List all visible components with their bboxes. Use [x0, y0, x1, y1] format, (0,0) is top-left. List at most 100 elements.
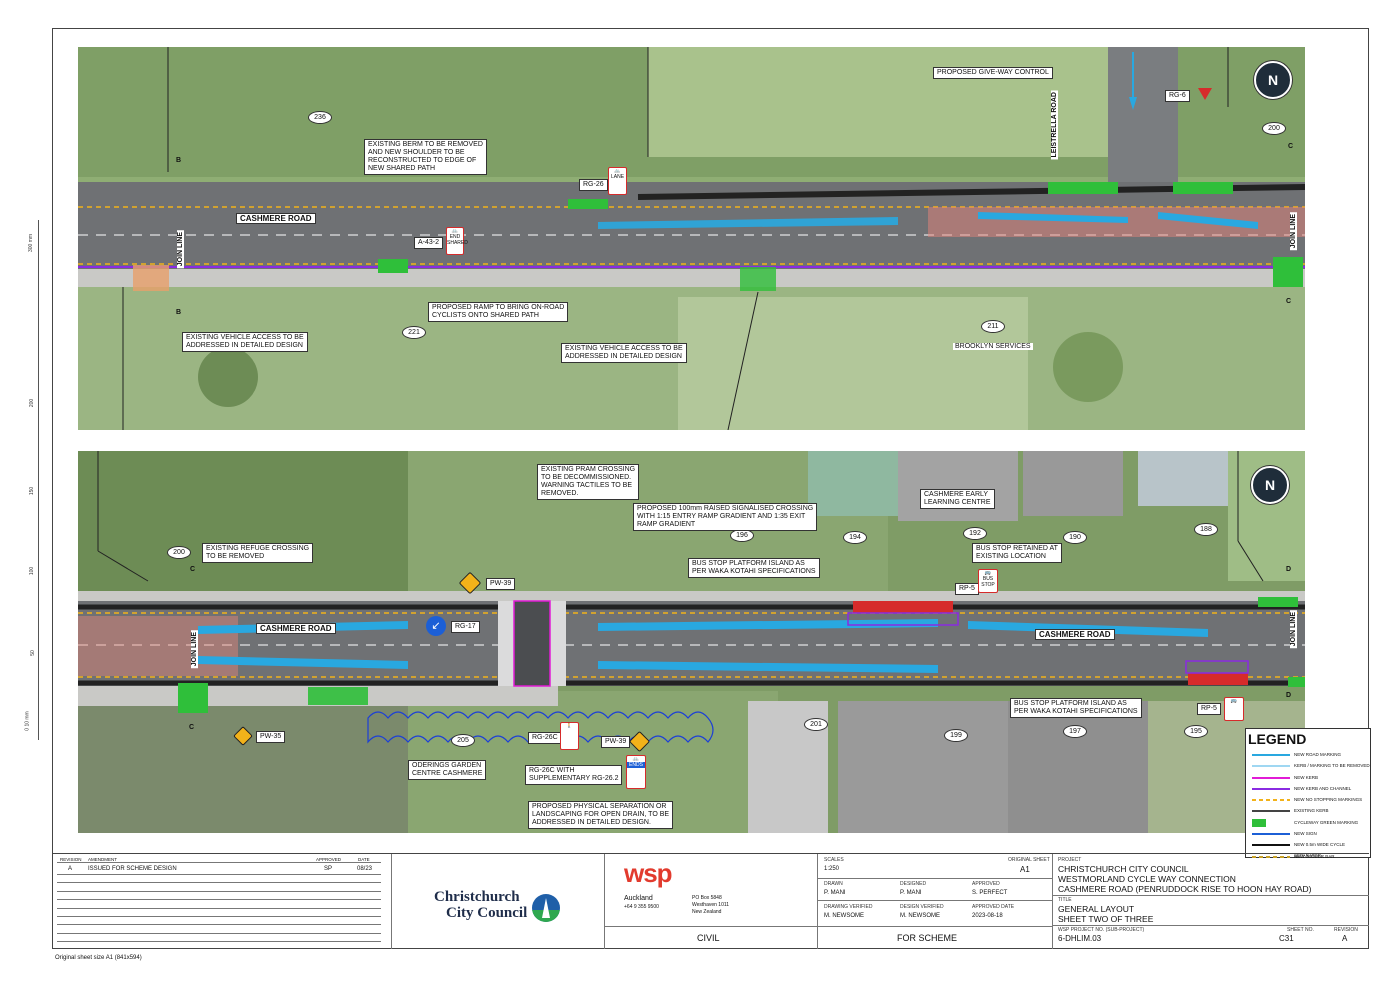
side-road-label: LEISTRELLA ROAD [1051, 90, 1058, 160]
section-marker: D [1286, 692, 1292, 699]
legend-label: NEW NO STOPPING MARKINGS [1294, 797, 1363, 803]
legend-label: NEW SIGN [1294, 831, 1317, 837]
rev-table-row-line [57, 916, 381, 917]
join-line-label: JOIN LINE [191, 630, 198, 669]
property-number: 200 [167, 546, 191, 559]
logo-spire [542, 898, 550, 918]
sign-text: LANE [610, 174, 625, 180]
rev-table-row-line [57, 924, 381, 926]
rev-row-amendment: ISSUED FOR SCHEME DESIGN [88, 866, 177, 872]
legend-item: NEW NO STOPPING MARKINGS [1246, 794, 1370, 805]
project-label: PROJECT [1058, 857, 1082, 863]
section-marker: C [1288, 143, 1294, 150]
property-number: 200 [1262, 122, 1286, 135]
callout-rp5-top: RP-5 [955, 583, 979, 595]
section-marker: C [190, 566, 196, 573]
approved-value: S. PERFECT [972, 890, 1008, 896]
section-marker: C [189, 724, 195, 731]
wsp-addr2: Westhaven 1011 [692, 902, 730, 908]
callout-refuge: EXISTING REFUGE CROSSING TO BE REMOVED [202, 543, 314, 563]
property-number: 199 [944, 729, 968, 742]
rev-table-row-line [57, 890, 381, 892]
revision-value: A [1342, 934, 1348, 943]
approved-date-label: APPROVED DATE [972, 904, 1015, 910]
callout-oderings: ODERINGS GARDEN CENTRE CASHMERE [408, 760, 487, 780]
legend-swatch [1252, 818, 1266, 827]
give-way-sign-icon [1198, 88, 1212, 100]
property-number: 194 [843, 531, 867, 544]
callout-pw39-bottom: PW-39 [601, 736, 631, 748]
design-verified-value: M. NEWSOME [900, 913, 940, 919]
road-label-cashmere-top: CASHMERE ROAD [236, 213, 316, 224]
title-block: REVISION AMENDMENT APPROVED DATE A ISSUE… [52, 853, 1369, 950]
divider [1053, 925, 1369, 926]
legend-swatch [1252, 810, 1290, 813]
callout-rg17: RG-17 [451, 621, 480, 633]
callout-give-way: PROPOSED GIVE-WAY CONTROL [933, 67, 1053, 79]
scale-tick-label: 200 [29, 398, 36, 408]
scale-line [38, 220, 39, 740]
title-line2: SHEET TWO OF THREE [1058, 914, 1154, 924]
rev-table-top [57, 862, 381, 863]
legend-label: EXISTING KERB [1294, 808, 1329, 814]
property-number: 236 [308, 111, 332, 124]
callout-a43: A-43-2 [414, 237, 444, 249]
council-name-line2: City Council [446, 905, 528, 921]
approved-label: APPROVED [972, 881, 1000, 887]
divider [1053, 895, 1369, 896]
scales-label: SCALES [824, 857, 844, 863]
divider [818, 926, 1052, 927]
legend-swatch [1252, 833, 1290, 836]
section-marker: B [176, 157, 182, 164]
divider [604, 854, 605, 949]
rev-header-date: DATE [358, 857, 370, 862]
legend-label: NEW ROAD MARKING [1294, 752, 1342, 757]
callout-berm: EXISTING BERM TO BE REMOVED AND NEW SHOU… [364, 139, 487, 175]
rev-table-row-line [57, 907, 381, 909]
legend-swatch [1252, 799, 1290, 802]
rev-table-row-line [57, 941, 381, 943]
legend-label: NEW KERB [1294, 774, 1319, 780]
join-line-label: JOIN LINE [177, 230, 184, 269]
sign-text: ENDS [627, 762, 645, 768]
lane-sign-icon: 🚲LANE [608, 167, 627, 195]
join-line-label: JOIN LINE [1290, 610, 1297, 649]
legend-swatch [1252, 855, 1290, 858]
divider [817, 854, 818, 949]
divider [391, 854, 392, 949]
legend-item: NEW ROAD MARKING [1246, 749, 1370, 760]
callout-early-learning: CASHMERE EARLY LEARNING CENTRE [920, 489, 995, 509]
legend-title: LEGEND [1248, 731, 1307, 747]
callout-rg6: RG-6 [1165, 90, 1190, 102]
rev-table-row-line [57, 874, 381, 875]
plan-panel-top [78, 47, 1305, 430]
legend-item: NEW KERB [1246, 772, 1370, 783]
original-size-value: A1 [1020, 865, 1030, 874]
project-line2: WESTMORLAND CYCLE WAY CONNECTION [1058, 874, 1236, 884]
callout-bus-retained: BUS STOP RETAINED AT EXISTING LOCATION [972, 543, 1062, 563]
bus-stop-sign-icon: 🚌BUS STOP [978, 569, 998, 593]
property-number: 211 [981, 320, 1005, 333]
rev-row-revision: A [68, 866, 73, 872]
property-number: 195 [1184, 725, 1208, 738]
aerial-plan-bottom [78, 451, 1305, 833]
status: FOR SCHEME [897, 933, 958, 943]
wsp-project-label: WSP PROJECT NO. (SUB-PROJECT) [1058, 927, 1145, 933]
legend-swatch [1252, 787, 1290, 790]
legend-label: NEW 0.5m WIDE CYCLE SEPARATOR [1294, 842, 1346, 859]
divider [605, 926, 817, 927]
join-line-label: JOIN LINE [1290, 212, 1297, 251]
callout-pw35: PW-35 [256, 731, 286, 743]
legend-swatch [1252, 776, 1290, 779]
section-marker: B [176, 309, 182, 316]
rev-header-revision: REVISION [60, 857, 82, 862]
wsp-project-value: 6-DHLIM.03 [1058, 934, 1102, 943]
drawing-sheet-frame [52, 28, 1369, 949]
divider [1052, 854, 1053, 949]
rev-table-row-line [57, 882, 381, 884]
legend-item: CYCLEWAY GREEN MARKING [1246, 817, 1370, 828]
revision-label: REVISION [1334, 927, 1358, 933]
wsp-phone: +64 9 355 9500 [624, 904, 659, 910]
